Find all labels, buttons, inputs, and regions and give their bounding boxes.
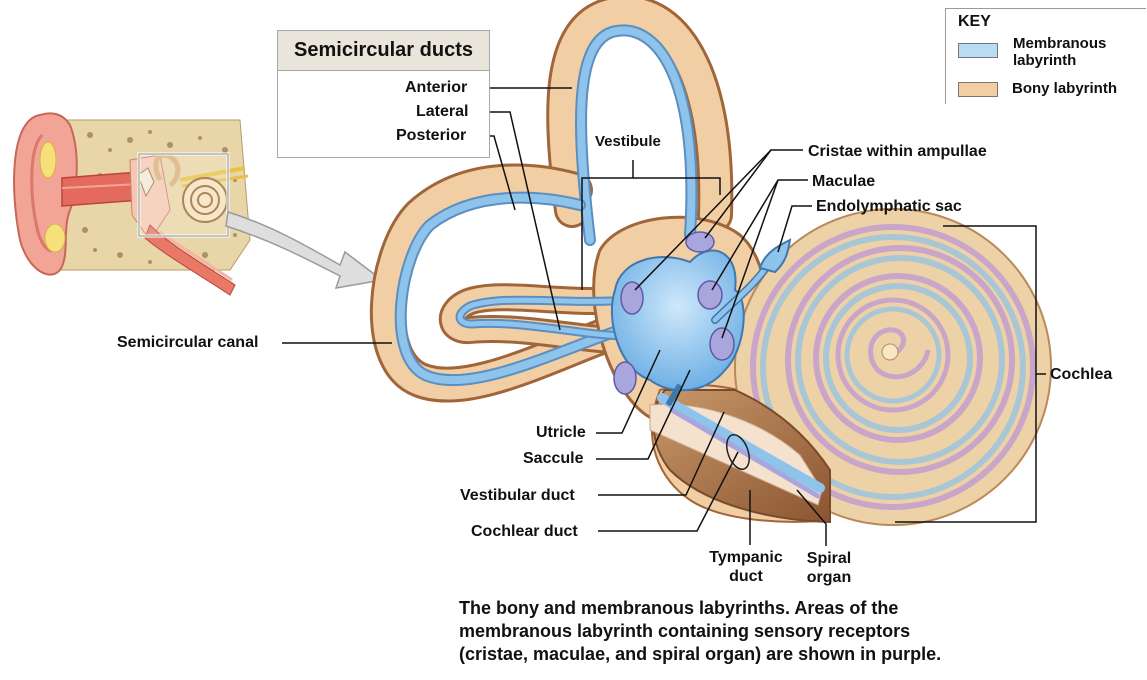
label-semicircular-canal: Semicircular canal [117,334,259,351]
label-vestibular-duct: Vestibular duct [460,487,575,504]
label-posterior: Posterior [396,127,467,144]
semicircular-ducts-title: Semicircular ducts [278,31,489,71]
label-tympanic-duct-line1: Tympanic [709,549,783,566]
zoom-arrow [225,211,384,289]
semicircular-ducts-box: Semicircular ducts [277,30,490,158]
label-cochlear-duct: Cochlear duct [471,523,578,540]
label-lateral: Lateral [416,103,469,120]
label-endolymphatic-sac: Endolymphatic sac [816,198,962,215]
key-membranous-line2: labyrinth [1013,52,1077,69]
leader-lines [282,87,1046,546]
label-tympanic-duct-line2: duct [729,568,763,585]
cochlea-spiral [649,208,1052,526]
label-maculae: Maculae [812,173,876,190]
key-title: KEY [958,13,991,30]
label-spiral-organ-line2: organ [806,569,852,586]
label-saccule: Saccule [523,450,584,467]
label-utricle: Utricle [536,424,586,441]
bony-swatch [958,82,998,97]
label-anterior: Anterior [405,79,468,96]
key-legend: KEY Membranous labyrinth Bony labyrinth [945,8,1146,104]
caption-line-2: membranous labyrinth containing sensory … [459,621,911,641]
sensory-regions [613,231,735,395]
key-membranous-line1: Membranous [1013,35,1107,52]
figure-caption: The bony and membranous labyrinths. Area… [459,597,1079,666]
label-cochlea: Cochlea [1050,366,1113,383]
caption-line-1: The bony and membranous labyrinths. Area… [459,598,899,618]
caption-line-3: (cristae, maculae, and spiral organ) are… [459,644,942,664]
ear-overview-illustration [13,112,251,296]
label-vestibule: Vestibule [595,133,661,150]
label-spiral-organ-line1: Spiral [806,550,852,567]
label-cristae: Cristae within ampullae [808,143,987,160]
key-bony: Bony labyrinth [1012,80,1118,97]
membranous-swatch [958,43,998,58]
